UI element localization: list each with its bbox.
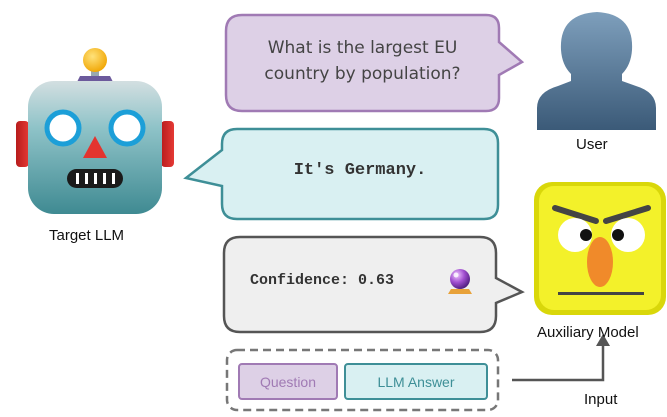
llm-answer-chip: LLM Answer [344, 363, 488, 400]
robot-nose [83, 136, 107, 158]
input-box [225, 348, 500, 412]
auxiliary-left-eye [558, 218, 592, 252]
auxiliary-model-icon [534, 182, 666, 315]
input-arrowhead [596, 334, 610, 346]
confidence-value: 0.63 [358, 272, 395, 289]
answer-bubble [183, 127, 500, 221]
question-bubble [224, 13, 525, 113]
question-line-1: What is the largest EU [267, 38, 458, 58]
robot-icon [16, 48, 174, 214]
target-llm-label: Target LLM [49, 227, 125, 244]
robot-antenna-bulb [83, 48, 107, 72]
auxiliary-right-eye [611, 218, 645, 252]
answer-text: It's Germany. [293, 161, 427, 180]
confidence-bubble [222, 235, 525, 334]
question-line-2: country by population? [264, 64, 461, 84]
confidence-text: Confidence: 0.63 [250, 272, 394, 289]
question-text: What is the largest EU country by popula… [230, 35, 495, 87]
robot-left-ear [16, 121, 29, 167]
crystal-ball-icon [448, 269, 472, 294]
robot-left-eye [44, 109, 82, 147]
input-arrow [512, 343, 605, 382]
auxiliary-nose [587, 237, 613, 287]
robot-right-ear [161, 121, 174, 167]
input-label: Input [584, 391, 618, 408]
auxiliary-model-label: Auxiliary Model [537, 324, 639, 341]
robot-right-eye [108, 109, 146, 147]
question-chip: Question [238, 363, 338, 400]
user-label: User [576, 136, 608, 153]
auxiliary-mouth [558, 292, 644, 295]
user-icon [537, 12, 656, 130]
confidence-label: Confidence: [250, 272, 350, 289]
